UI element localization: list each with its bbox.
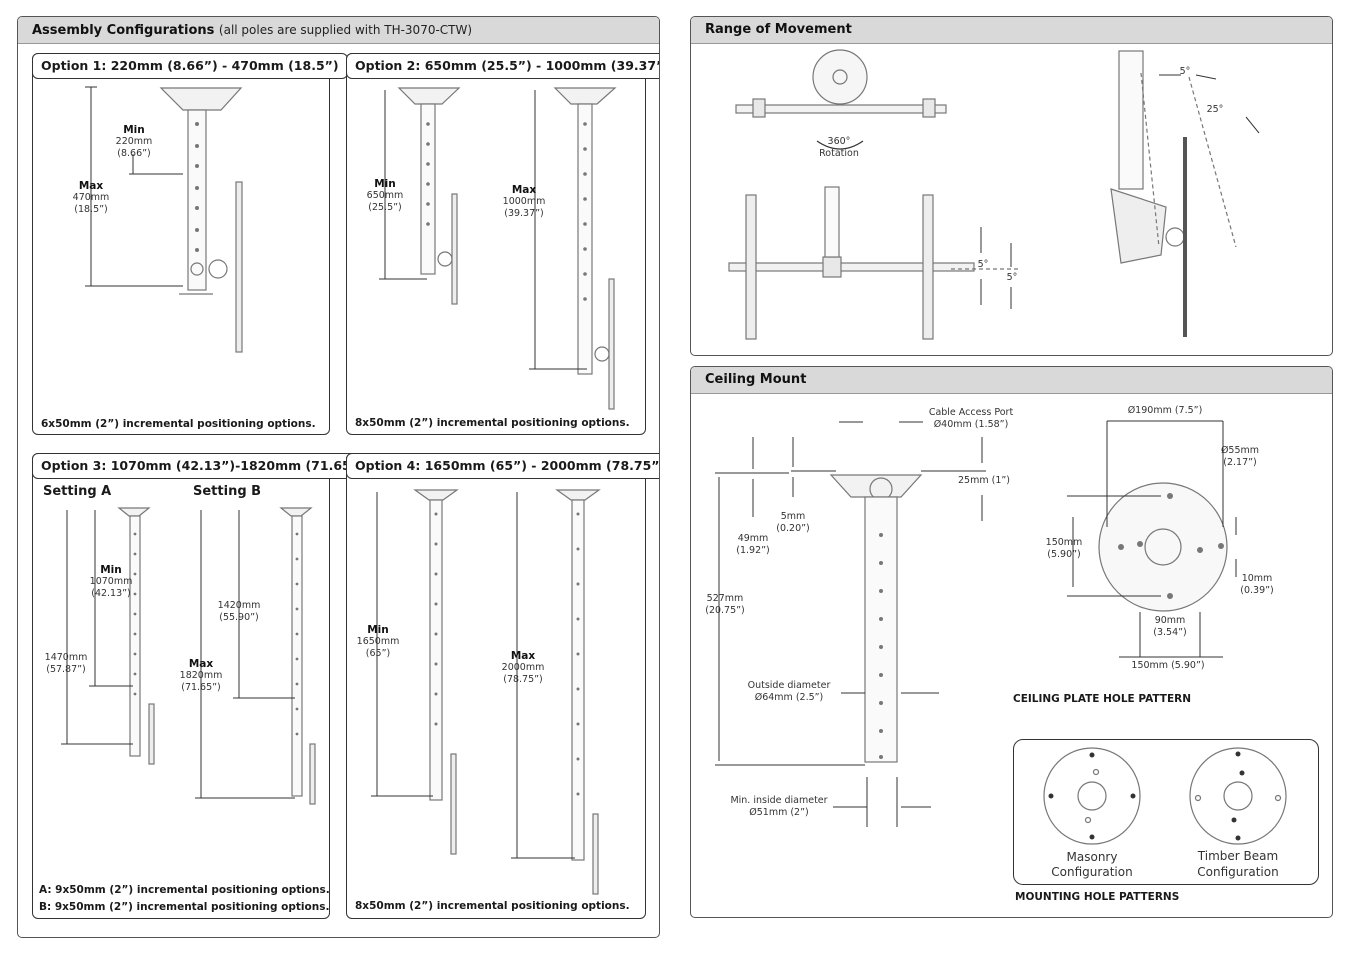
swivel-up-label: 5° (977, 259, 989, 270)
plate-thickness-label: 25mm (1”) (958, 475, 1010, 486)
option3-note-a: A: 9x50mm (2”) incremental positioning o… (39, 884, 330, 896)
h150-label: 150mm (5.90”) (1131, 660, 1205, 671)
option4-note: 8x50mm (2”) incremental positioning opti… (355, 900, 630, 912)
option3-b: 1420mm(55.90”) (217, 600, 261, 623)
mounting-patterns-drawing (1043, 747, 1287, 845)
option1-note: 6x50mm (2”) incremental positioning opti… (41, 418, 316, 430)
tilt-large-label: 25° (1206, 104, 1224, 115)
option2-title: Option 2: 650mm (25.5”) - 1000mm (39.37”… (346, 53, 659, 79)
ceiling-drawing (715, 420, 1237, 827)
setting-a-label: Setting A (43, 484, 112, 499)
option2-note: 8x50mm (2”) incremental positioning opti… (355, 417, 630, 429)
option3-box: Option 3: 1070mm (42.13”)-1820mm (71.65”… (32, 453, 374, 919)
option4-drawing (371, 489, 601, 895)
option1-box: Option 1: 220mm (8.66”) - 470mm (18.5”) … (32, 53, 348, 435)
movement-panel: Range of Movement 360°Rotation 5° 2 (690, 16, 1333, 356)
swivel-down-label: 5° (1006, 272, 1018, 283)
option4-box: Option 4: 1650mm (65”) - 2000mm (78.75”)… (346, 453, 659, 919)
option3-title: Option 3: 1070mm (42.13”)-1820mm (71.65”… (32, 453, 374, 479)
option2-drawing (379, 87, 617, 410)
assembly-title: Assembly Configurations (32, 23, 215, 38)
ceiling-header: Ceiling Mount (691, 367, 1332, 394)
movement-header: Range of Movement (691, 17, 1332, 44)
assembly-header: Assembly Configurations (all poles are s… (18, 17, 659, 44)
d527-label: 527mm(20.75”) (705, 593, 745, 616)
tilt-small-label: 5° (1179, 66, 1191, 77)
gap-label: 5mm(0.20”) (776, 511, 810, 534)
option3-a: 1470mm(57.87”) (44, 652, 88, 675)
option3-note-b: B: 9x50mm (2”) incremental positioning o… (39, 901, 330, 913)
option1-title: Option 1: 220mm (8.66”) - 470mm (18.5”) (32, 53, 348, 79)
rotation-label: 360°Rotation (819, 136, 859, 159)
hole-diameter-label: Ø55mm(2.17”) (1220, 445, 1260, 468)
plate-diameter-label: Ø190mm (7.5”) (1127, 405, 1203, 416)
v150-label: 150mm(5.90”) (1045, 537, 1083, 560)
setting-b-label: Setting B (193, 484, 262, 499)
option4-title: Option 4: 1650mm (65”) - 2000mm (78.75”) (346, 453, 659, 479)
d49-label: 49mm(1.92”) (736, 533, 770, 556)
movement-drawing (728, 49, 1260, 340)
assembly-subtitle: (all poles are supplied with TH-3070-CTW… (218, 23, 473, 37)
assembly-panel: Assembly Configurations (all poles are s… (17, 16, 660, 938)
option2-box: Option 2: 650mm (25.5”) - 1000mm (39.37”… (346, 53, 659, 435)
plate-caption: CEILING PLATE HOLE PATTERN (1013, 693, 1192, 705)
ceiling-panel: Ceiling Mount (690, 366, 1333, 918)
mount-caption: MOUNTING HOLE PATTERNS (1015, 891, 1180, 903)
option3-drawing (61, 507, 316, 805)
option1-drawing (85, 86, 243, 353)
small-label: 10mm(0.39”) (1240, 573, 1274, 596)
h90-label: 90mm(3.54”) (1153, 615, 1187, 638)
